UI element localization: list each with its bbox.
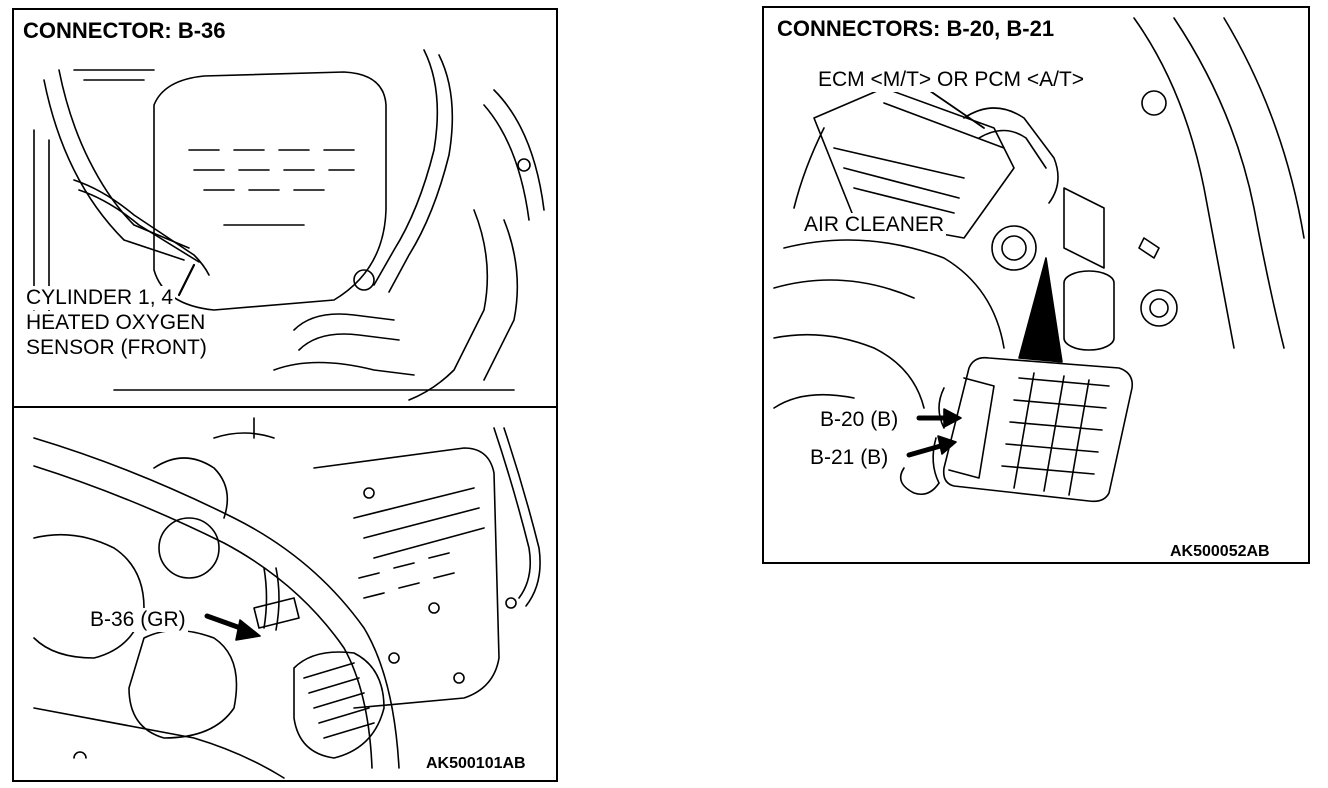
right-diagram-panel: CONNECTORS: B-20, B-21 ECM <M/T> OR PCM … [762, 6, 1310, 564]
engine-top-view-illustration [33, 49, 545, 401]
sensor-label-line2: HEATED OXYGEN [24, 311, 208, 335]
connector-location-illustration [33, 417, 541, 779]
sensor-label-line1: CYLINDER 1, 4 [24, 286, 176, 310]
left-diagram-panel: CONNECTOR: B-36 CYLINDER 1, 4 HEATED OXY… [12, 8, 558, 782]
sensor-label-line3: SENSOR (FRONT) [24, 336, 209, 360]
connector-b20-label: B-20 (B) [818, 408, 901, 432]
right-figure-code: AK500052AB [1168, 543, 1272, 561]
connector-b21-label: B-21 (B) [808, 446, 891, 470]
connector-b36-label: B-36 (GR) [88, 608, 188, 632]
ecm-pcm-label: ECM <M/T> OR PCM <A/T> [816, 68, 1087, 92]
left-figure-code: AK500101AB [424, 755, 528, 773]
right-panel-title: CONNECTORS: B-20, B-21 [774, 16, 1058, 42]
left-panel-title: CONNECTOR: B-36 [20, 18, 229, 44]
panel-divider [14, 406, 556, 408]
air-cleaner-label: AIR CLEANER [802, 213, 947, 237]
ecm-location-illustration [773, 17, 1305, 503]
